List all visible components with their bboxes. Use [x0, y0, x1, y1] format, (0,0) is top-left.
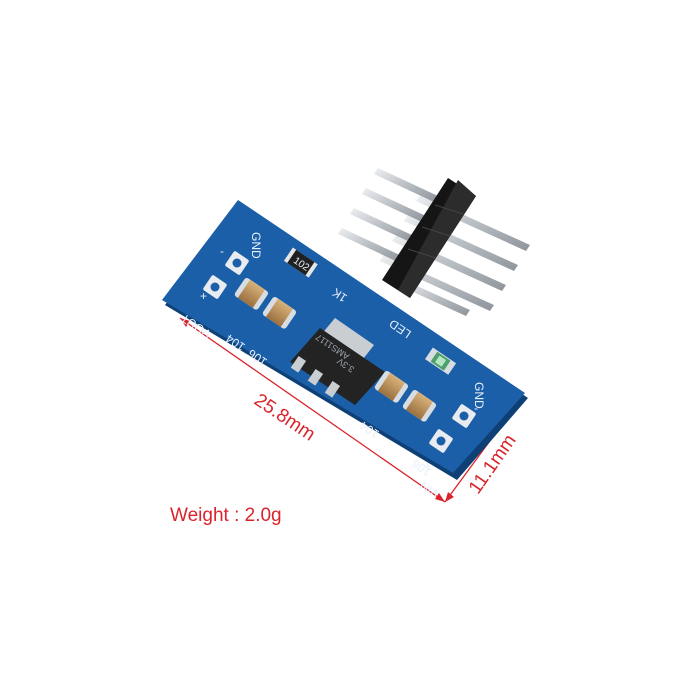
- pad-gnd-left: [225, 251, 249, 275]
- silk-gnd-left: GND: [249, 232, 263, 259]
- silk-plus-right: +: [424, 459, 431, 473]
- regulator-ams1117: AMS1117 3.3V: [290, 318, 385, 405]
- silk-minus-left: -: [220, 244, 224, 258]
- pcb-board: GND - + VOUT 104 106 1K LED GND - 104 10…: [162, 200, 528, 501]
- led: [425, 347, 457, 375]
- pin-header: [338, 168, 530, 316]
- capacitor-right-2: [402, 390, 437, 422]
- weight-label: Weight : 2.0g: [170, 505, 282, 526]
- pad-gnd-right: [452, 404, 476, 428]
- silk-resistor-1k: 1K: [330, 285, 350, 305]
- capacitor-right-1: [374, 371, 409, 403]
- pad-vout: [203, 275, 227, 299]
- capacitor-left-2: [262, 297, 297, 329]
- silk-gnd-right: GND: [472, 382, 486, 409]
- capacitor-left-1: [234, 278, 269, 310]
- length-label: 25.8mm: [250, 390, 319, 446]
- pad-vin: [429, 429, 453, 453]
- silk-plus-left: +: [200, 289, 207, 303]
- silk-minus-right: -: [474, 401, 478, 415]
